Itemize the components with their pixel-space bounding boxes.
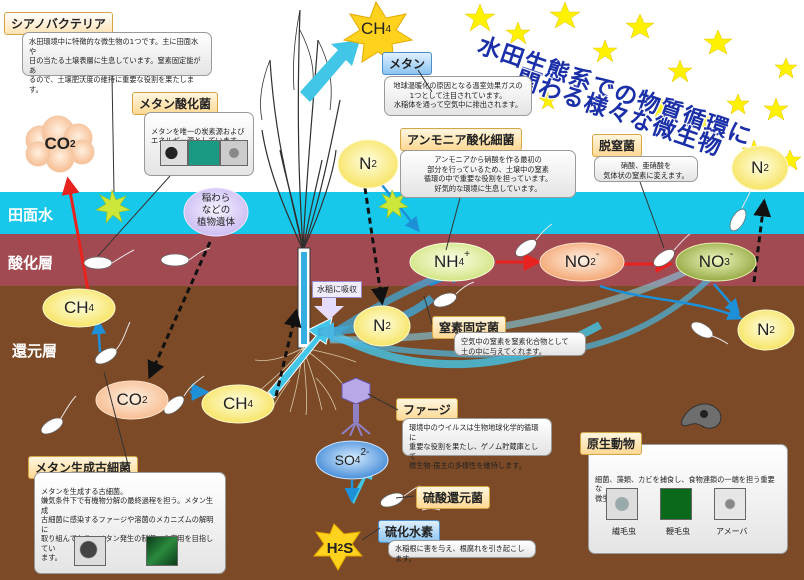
flagellate-caption: 鞭毛虫 [666, 527, 690, 536]
methanogen-image-2 [146, 536, 178, 566]
amoeba-image [714, 488, 746, 520]
rice-absorption-tag: 水稲に吸収 [312, 281, 362, 298]
methane-oxidizer-image-2 [188, 140, 220, 166]
denitrifier-description: 硝酸、亜硝酸を 気体状の窒素に変えます。 [594, 156, 698, 182]
phage-description: 環境中のウイルスは生物地球化学的循環に 重要な役割を果たし、ゲノム貯蔵庫として … [402, 418, 552, 470]
hydrogen-sulfide-description: 水稲根に害を与え、根腐れを引き起こします。 [388, 540, 536, 563]
methane-oxidizer-title: メタン酸化菌 [132, 92, 219, 115]
sulfate-reducer-title: 硫酸還元菌 [416, 486, 491, 509]
decorative-stars [464, 1, 802, 171]
protozoa-title: 原生動物 [580, 432, 643, 455]
nitrogen-fixer-description: 空気中の窒素を窒素化合物として 土の中に与えてくれます。 [454, 332, 586, 356]
methanogen-text: メタンを生成する古細菌。 嫌気条件下で有機物分解の最終過程を担う。メタン生成 古… [41, 486, 214, 563]
phage-shape [341, 377, 371, 437]
flow-arrows-blue [91, 179, 743, 503]
methanogen-image-1 [74, 536, 106, 566]
methane-oxidizer-image-1 [160, 140, 188, 166]
methanogen-description: メタンを生成する古細菌。 嫌気条件下で有機物分解の最終過程を担う。メタン生成 古… [34, 472, 226, 574]
ammonia-oxidizer-description: アンモニアから硝酸を作る最初の 部分を行っているため、土壌中の窒素 循環の中で重… [400, 150, 576, 198]
straw-remains-label: 稲わら などの 植物遺体 [196, 193, 235, 228]
hydrogen-sulfide-title: 硫化水素 [378, 520, 441, 543]
layer-label-water: 田面水 [8, 206, 54, 224]
ciliate-caption: 繊毛虫 [612, 527, 636, 536]
amoeba-caption: アメーバ [716, 527, 748, 536]
protozoa-icon [681, 403, 722, 429]
flagellate-image [660, 488, 692, 520]
methane-description: 地球温暖化の原因となる温室効果ガスの 1つとして注目されています。 水稲体を通っ… [384, 76, 532, 116]
methane-oxidizer-image-3 [220, 140, 248, 166]
denitrifier-title: 脱窒菌 [592, 134, 643, 157]
layer-label-reduced: 還元層 [12, 342, 58, 360]
ammonia-oxidizer-title: アンモニア酸化細菌 [400, 128, 522, 151]
ciliate-image [606, 488, 638, 520]
layer-label-oxidized: 酸化層 [8, 254, 54, 272]
cyanobacteria-description: 水田環境中に特徴的な微生物の1つです。主に田面水や 日の当たる土壌表層に生息して… [22, 32, 212, 94]
methane-title: メタン [382, 52, 433, 75]
microbe-cells [40, 208, 747, 508]
